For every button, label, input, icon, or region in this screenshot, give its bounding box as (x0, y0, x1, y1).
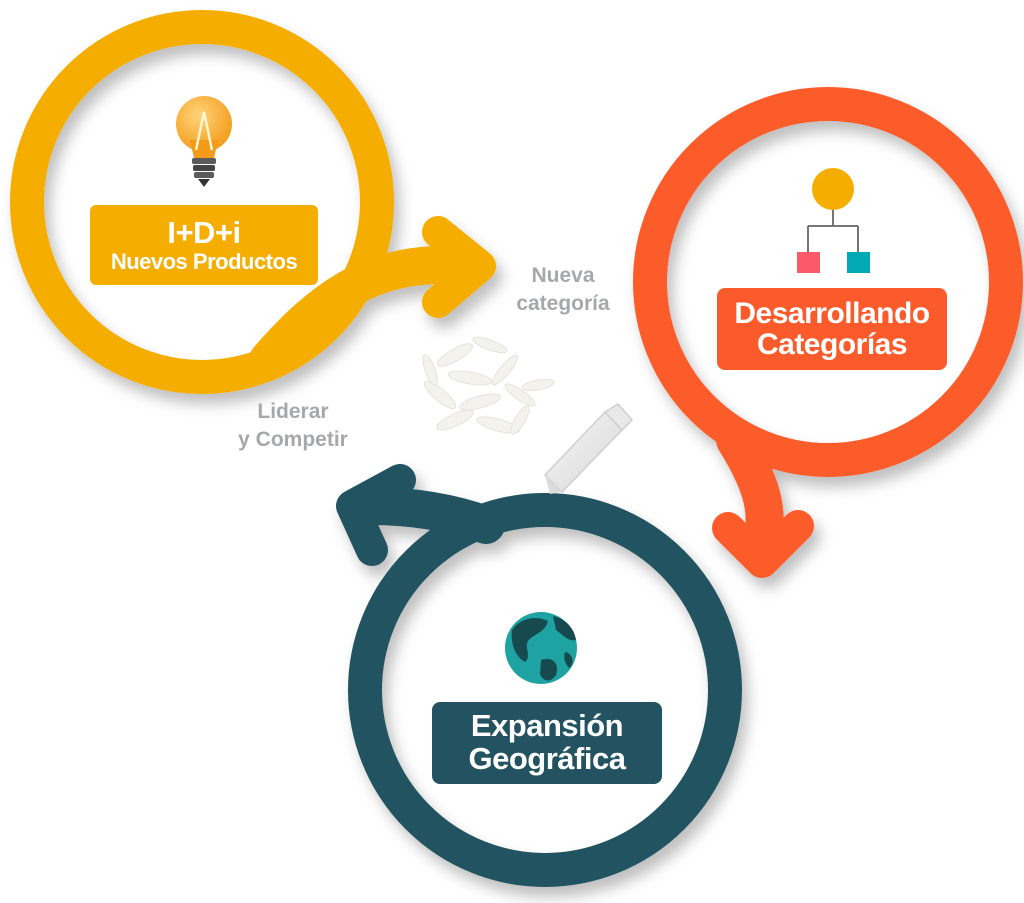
liderar-competir-note: Liderar y Competir (218, 398, 368, 455)
note-line: categoría (516, 292, 610, 316)
innovation-subtitle: Nuevos Productos (110, 248, 298, 274)
innovation-title: I+D+i (167, 215, 241, 251)
expansion-cycle-ring (336, 464, 742, 887)
note-line: Nueva (531, 264, 595, 287)
globe-icon (505, 612, 577, 684)
innovation-cycle-ring (10, 10, 496, 394)
expansion-label: Expansión Geográfica (432, 702, 662, 784)
rice-grains-icon (422, 336, 555, 435)
categories-subtitle: Categorías (756, 328, 908, 361)
categories-label: Desarrollando Categorías (717, 288, 947, 370)
note-line: Liderar (257, 400, 329, 423)
lightbulb-icon (176, 96, 232, 187)
expansion-title: Expansión (470, 708, 624, 744)
note-line: y Competir (238, 428, 348, 452)
innovation-label: I+D+i Nuevos Productos (90, 205, 318, 285)
pasta-bar-icon (543, 403, 634, 494)
categories-cycle-ring (633, 87, 1023, 578)
nueva-categoria-note: Nueva categoría (488, 262, 638, 319)
categories-title: Desarrollando (734, 296, 930, 330)
expansion-subtitle: Geográfica (468, 741, 626, 776)
org-chart-icon (797, 168, 870, 273)
